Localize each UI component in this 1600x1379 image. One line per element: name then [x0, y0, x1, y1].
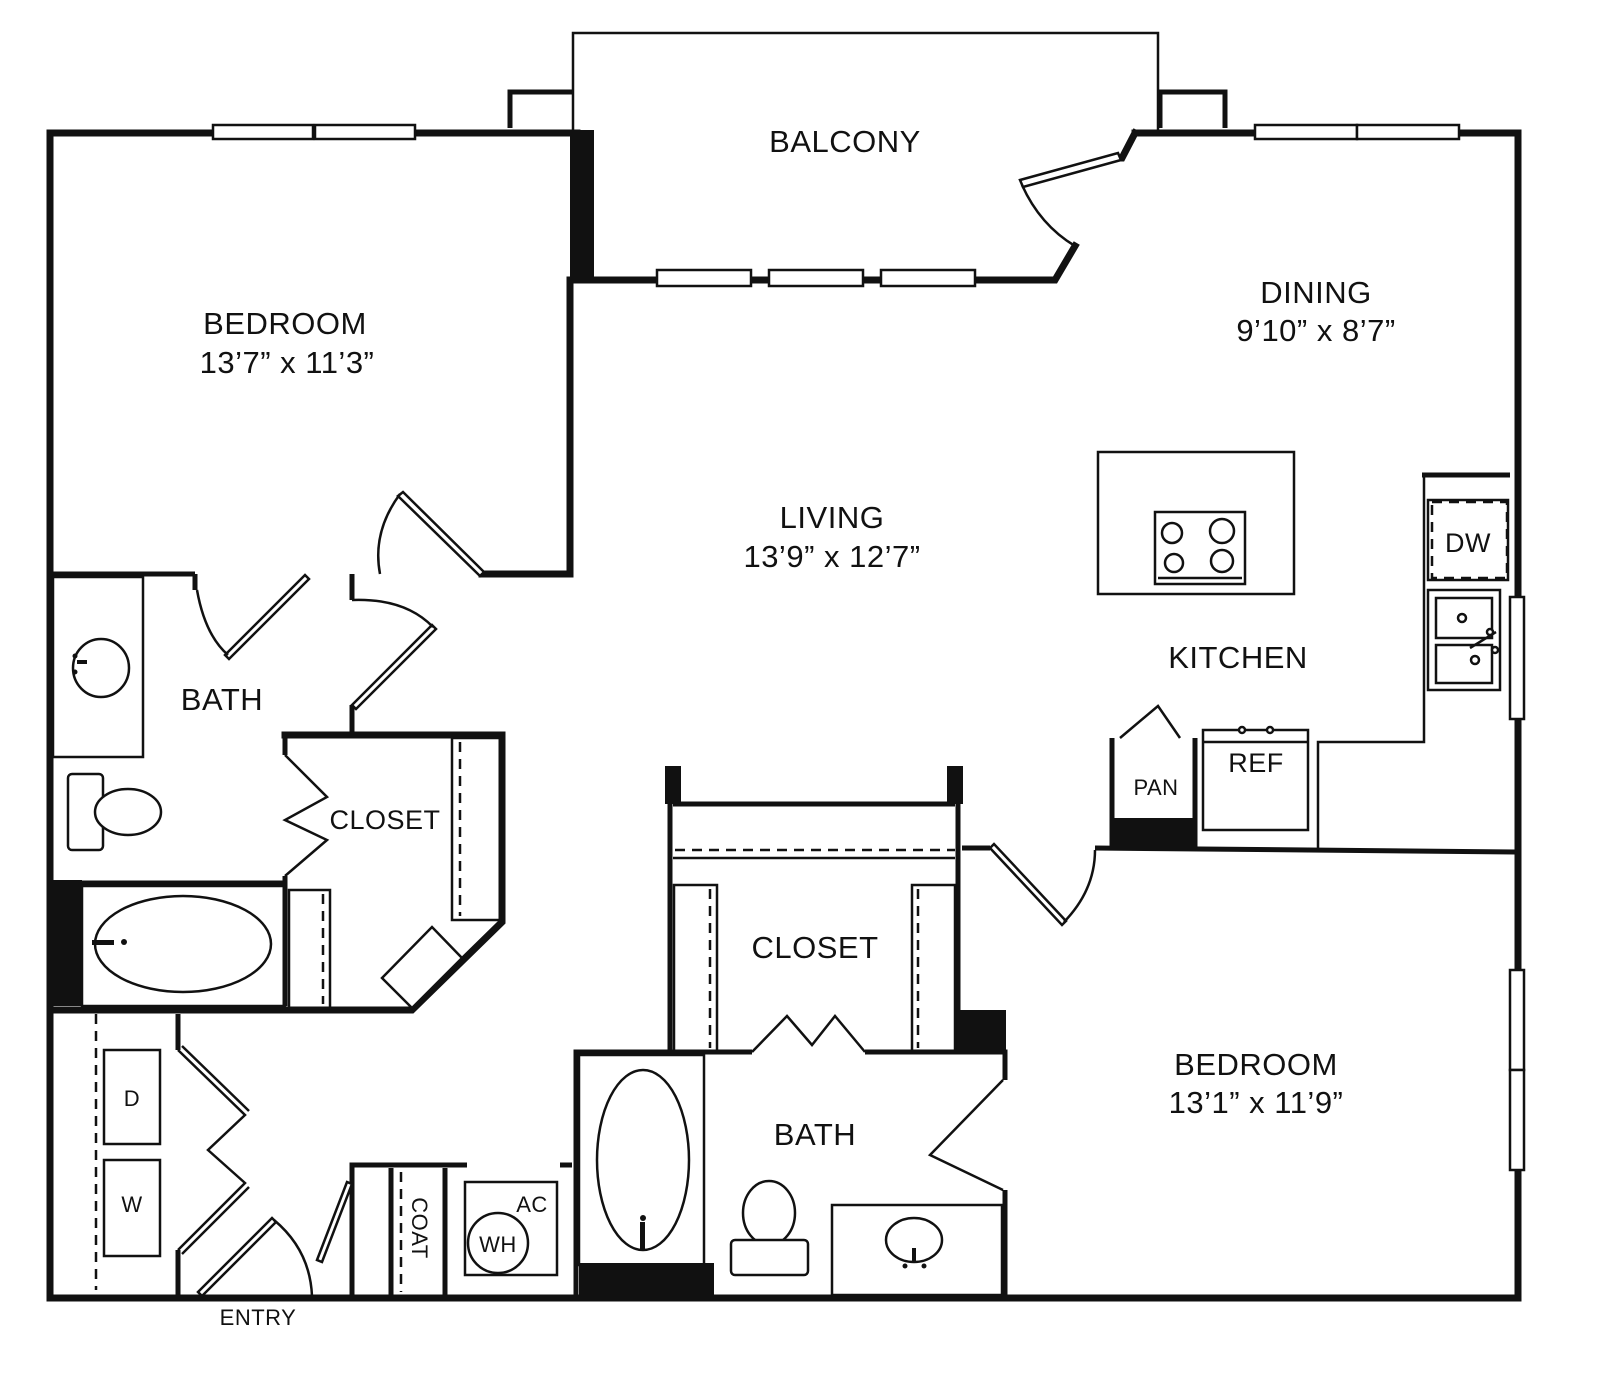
- dishwasher-label: DW: [1445, 528, 1491, 558]
- window-icon: [879, 268, 977, 288]
- door-swing-icon: [1018, 151, 1123, 189]
- washer-label: W: [121, 1192, 142, 1217]
- living-size: 13’9” x 12’7”: [743, 539, 920, 574]
- window-icon: [1508, 595, 1526, 721]
- bath-1: [50, 573, 438, 1008]
- coat-label: COAT: [407, 1197, 432, 1258]
- door-swing-icon: [927, 1079, 1004, 1192]
- water-heater-icon: [466, 1211, 530, 1275]
- window-icon: [1508, 968, 1526, 1072]
- sink-icon: [71, 637, 131, 699]
- bath-2: [573, 1010, 1008, 1297]
- dryer-label: D: [124, 1086, 140, 1111]
- bedroom-1-label: BEDROOM: [203, 306, 367, 341]
- closet-2-label: CLOSET: [751, 930, 878, 965]
- door-swing-icon: [988, 842, 1068, 927]
- bedroom-1-size: 13’7” x 11’3”: [200, 345, 375, 380]
- water-heater-label: WH: [479, 1232, 517, 1257]
- window-icon: [767, 268, 865, 288]
- dining-label: DINING: [1260, 275, 1372, 310]
- door-swing-icon: [223, 573, 311, 661]
- bathtub-icon: [93, 894, 273, 994]
- pantry-label: PAN: [1133, 775, 1178, 800]
- kitchen-sink-icon: [1426, 588, 1502, 692]
- bedroom-2: [962, 842, 1516, 927]
- window-icon: [655, 268, 753, 288]
- bedroom-1-walls: [50, 276, 574, 578]
- bath-2-label: BATH: [774, 1117, 856, 1152]
- window-icon: [1253, 123, 1359, 141]
- closet-shelf: [380, 925, 464, 1010]
- door-swing-icon: [196, 1216, 278, 1298]
- exterior-windows: [211, 123, 1526, 1172]
- entry-area: [196, 1162, 572, 1298]
- window-icon: [211, 123, 315, 141]
- living-label: LIVING: [780, 500, 885, 535]
- closet-1-label: CLOSET: [329, 805, 440, 835]
- bedroom-2-label: BEDROOM: [1174, 1047, 1338, 1082]
- kitchen-label: KITCHEN: [1168, 640, 1308, 675]
- dining-size: 9’10” x 8’7”: [1236, 313, 1395, 348]
- bedroom-2-size: 13’1” x 11’9”: [1169, 1085, 1344, 1120]
- closet-1: [46, 731, 506, 1014]
- window-icon: [313, 123, 417, 141]
- door-swing-icon: [1119, 704, 1182, 739]
- laundry: [94, 1014, 250, 1296]
- balcony-wall-pier: [570, 130, 594, 278]
- window-icon: [1508, 1068, 1526, 1172]
- door-swing-icon: [177, 1049, 247, 1251]
- entry-label: ENTRY: [220, 1305, 297, 1330]
- closet-2: [665, 766, 963, 1054]
- door-swing-icon: [350, 623, 438, 711]
- door-swing-icon: [315, 1180, 354, 1264]
- air-conditioner-label: AC: [516, 1192, 548, 1217]
- balcony-walls: [569, 31, 1160, 288]
- door-swing-icon: [751, 1014, 866, 1053]
- bath-1-label: BATH: [181, 682, 263, 717]
- refrigerator-label: REF: [1228, 748, 1284, 778]
- door-swing-icon: [282, 754, 330, 877]
- window-icon: [1355, 123, 1461, 141]
- toilet-icon: [741, 1179, 797, 1247]
- kitchen: [1096, 450, 1510, 851]
- door-swing-icon: [396, 490, 486, 578]
- balcony-label: BALCONY: [769, 124, 921, 159]
- room-labels: BALCONY BEDROOM 13’7” x 11’3” LIVING 13’…: [121, 124, 1491, 1330]
